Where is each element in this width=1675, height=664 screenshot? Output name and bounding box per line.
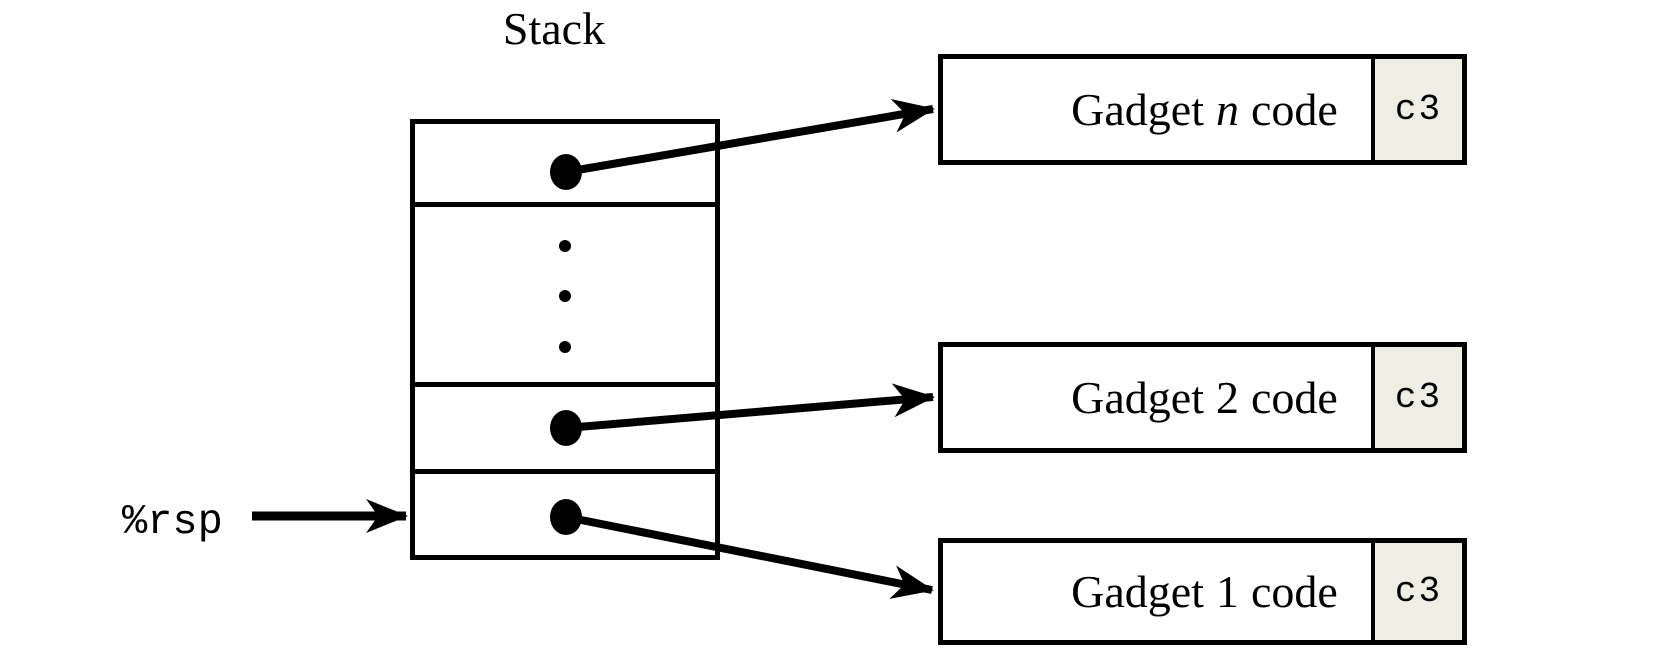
gadget-label-index: 2 — [1216, 372, 1239, 423]
rsp-register-label: %rsp — [122, 498, 223, 546]
gadget-label-prefix: Gadget — [1071, 566, 1204, 617]
gadget-label-index: 1 — [1216, 566, 1239, 617]
stack-cell-gadget-n-address — [415, 124, 715, 202]
ret-byte-cell: c3 — [1371, 59, 1462, 160]
gadget-label-suffix: code — [1251, 372, 1338, 423]
stack-box — [410, 119, 720, 560]
stack-cell-gadget-2-address — [415, 382, 715, 469]
gadget-label-suffix: code — [1251, 566, 1338, 617]
gadget-label-index: n — [1216, 84, 1239, 135]
gadget-label-suffix: code — [1251, 84, 1338, 135]
ret-byte-cell: c3 — [1371, 347, 1462, 448]
stack-cell-gadget-1-address — [415, 469, 715, 555]
stack-cell-ellipsis — [415, 202, 715, 382]
gadget-label-prefix: Gadget — [1071, 372, 1204, 423]
ret-byte-cell: c3 — [1371, 543, 1462, 640]
gadget-label-prefix: Gadget — [1071, 84, 1204, 135]
stack-title: Stack — [502, 3, 606, 54]
